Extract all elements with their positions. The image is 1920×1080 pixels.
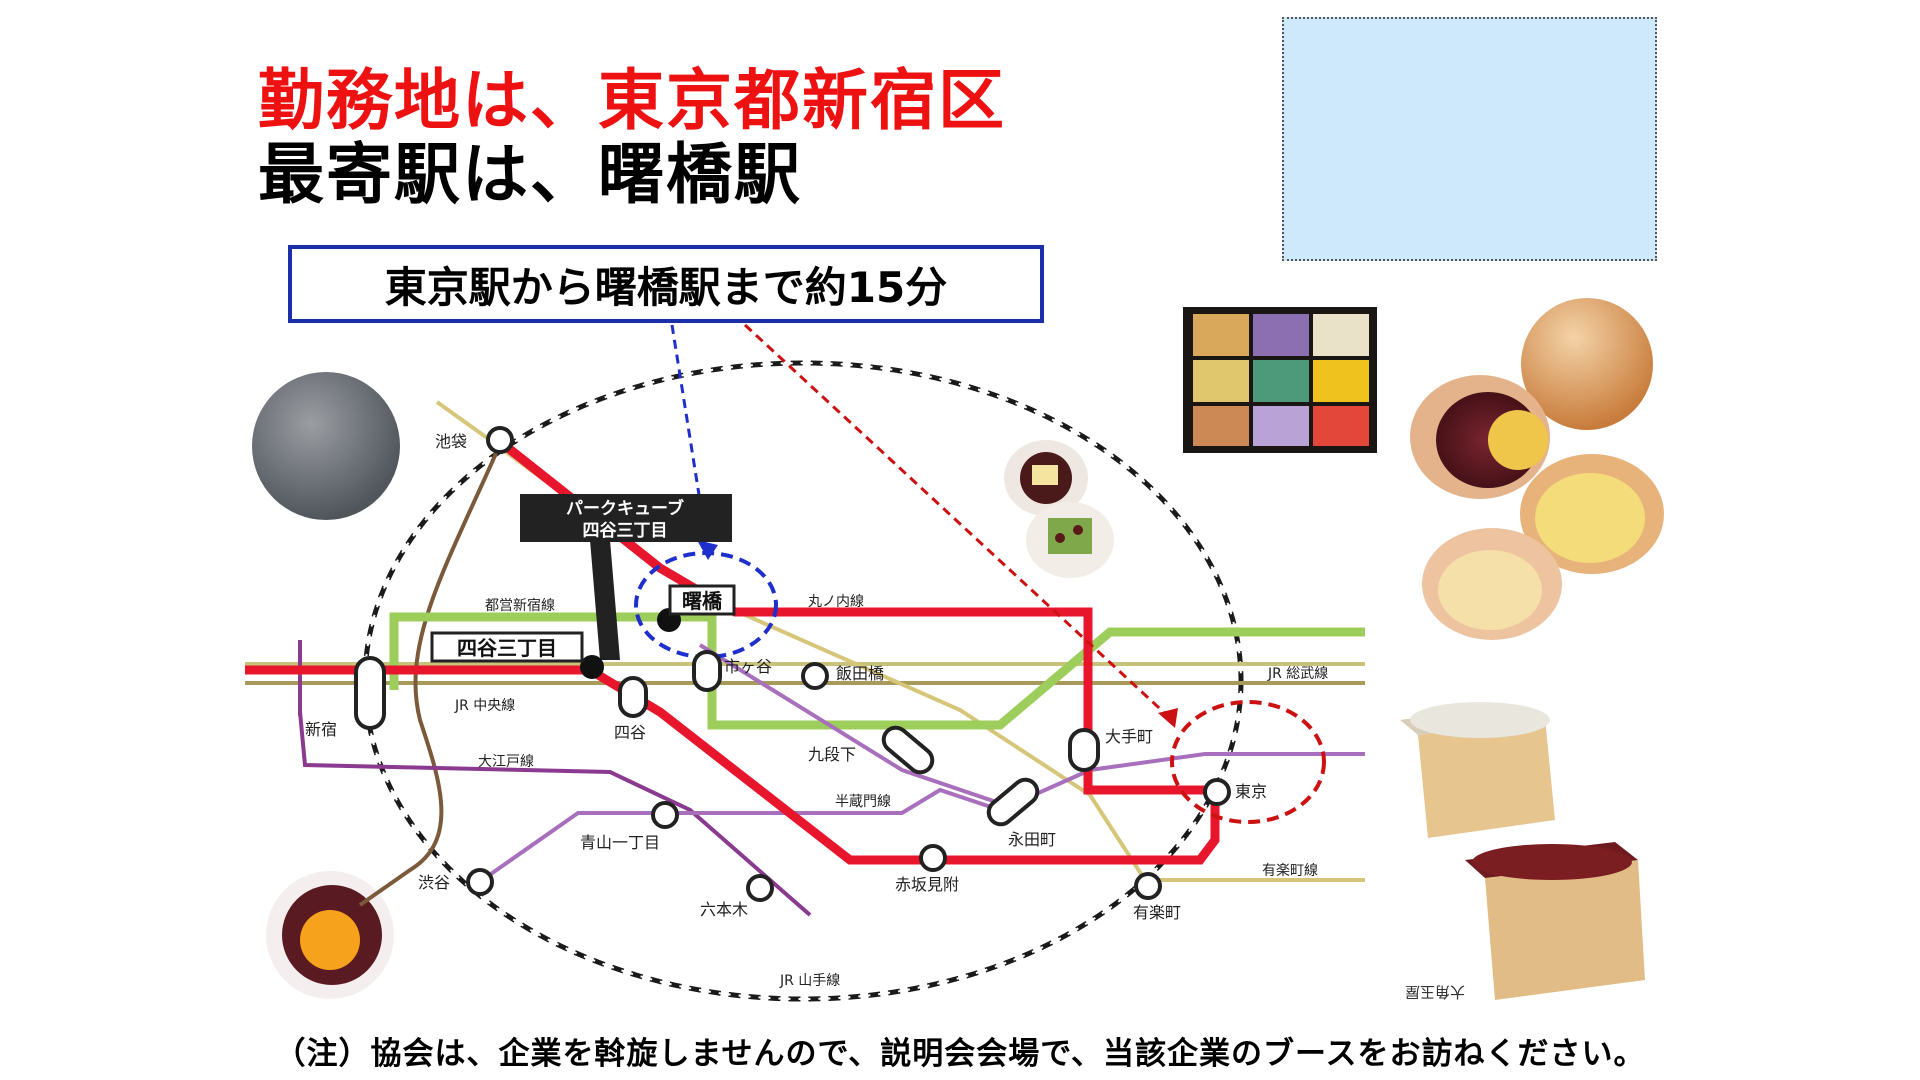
line-yamanote-label: JR 山手線	[779, 973, 840, 989]
station-ikebukuro-marker	[486, 426, 514, 454]
callout-line1: パークキューブ	[566, 498, 684, 519]
placeholder-box	[1282, 17, 1657, 261]
mirrored-caption: 大角玉屋	[1405, 983, 1466, 1001]
station-yotsuya-marker	[618, 676, 648, 718]
station-akasaka-marker	[919, 844, 947, 872]
hanzomon-line	[476, 752, 1365, 885]
station-otemachi-label: 大手町	[1105, 727, 1153, 746]
station-ikebukuro-label: 池袋	[435, 432, 467, 451]
station-kudanshita-marker	[881, 725, 935, 775]
chestnut-daifuku-image	[266, 871, 394, 999]
station-iidabashi-marker	[801, 662, 829, 690]
station-akebonobashi-label: 曙橋	[682, 589, 723, 613]
station-yurakucho-marker	[1134, 872, 1162, 900]
red-pointer-arrow	[743, 323, 1172, 720]
station-tokyo-label: 東京	[1235, 782, 1267, 801]
station-yotsuya-label: 四谷	[614, 723, 646, 742]
station-ichigaya-label: 市ヶ谷	[724, 657, 772, 676]
oedo-line	[298, 711, 812, 917]
wagashi-box-image	[1183, 307, 1377, 453]
station-akasaka-label: 赤坂見附	[895, 875, 959, 894]
station-nagatacho-marker	[986, 777, 1040, 827]
station-shibuya-label: 渋谷	[418, 873, 450, 892]
station-aoyama-label: 青山一丁目	[580, 833, 660, 852]
callout-line2: 四谷三丁目	[583, 521, 668, 541]
station-kudanshita-label: 九段下	[808, 745, 856, 764]
footer-note: （注）協会は、企業を斡旋しませんので、説明会会場で、当該企業のブースをお訪ねくだ…	[274, 1036, 1646, 1072]
station-iidabashi-label: 飯田橋	[836, 664, 884, 683]
rice-masu-image	[1400, 702, 1555, 838]
station-tokyo-marker	[1203, 778, 1231, 806]
line-jr-chuo-label: JR 中央線	[454, 698, 515, 714]
park-cube-callout: パークキューブ 四谷三丁目	[520, 494, 732, 660]
line-hanzomon-label: 半蔵門線	[835, 794, 891, 810]
station-shibuya-marker	[466, 868, 494, 896]
station-aoyama-marker	[651, 801, 679, 829]
station-otemachi-marker	[1068, 728, 1100, 772]
station-ichigaya-marker	[692, 650, 722, 692]
travel-time-box: 東京駅から曙橋駅まで約15分	[288, 245, 1044, 323]
station-yurakucho-label: 有楽町	[1133, 903, 1181, 922]
sweets-illustrations	[252, 298, 1664, 1000]
manju-image	[1410, 298, 1664, 640]
station-nagatacho-label: 永田町	[1008, 830, 1056, 849]
line-toei-shinjuku-label: 都営新宿線	[485, 597, 555, 614]
station-shinjuku-label: 新宿	[305, 720, 337, 739]
line-marunouchi-label: 丸ノ内線	[808, 594, 864, 610]
station-yotsuya3-label: 四谷三丁目	[457, 636, 557, 660]
station-roppongi-label: 六本木	[700, 900, 748, 919]
station-shinjuku-marker	[354, 656, 386, 730]
gray-daifuku-image	[252, 372, 400, 520]
title-nearest-station: 最寄駅は、曙橋駅	[258, 136, 802, 213]
cut-daifuku-image	[1004, 440, 1114, 578]
line-jr-sobu-label: JR 総武線	[1267, 666, 1328, 682]
azuki-masu-image	[1465, 842, 1645, 1000]
title-workplace: 勤務地は、東京都新宿区	[258, 62, 1006, 139]
line-yurakucho-label: 有楽町線	[1262, 863, 1318, 879]
tokyo-highlight	[1170, 700, 1326, 824]
station-yotsuya3-marker	[580, 655, 604, 679]
line-oedo-label: 大江戸線	[478, 754, 534, 770]
fukutoshin-line	[358, 432, 507, 907]
toei-shinjuku-line	[389, 612, 1365, 730]
station-roppongi-marker	[746, 874, 774, 902]
